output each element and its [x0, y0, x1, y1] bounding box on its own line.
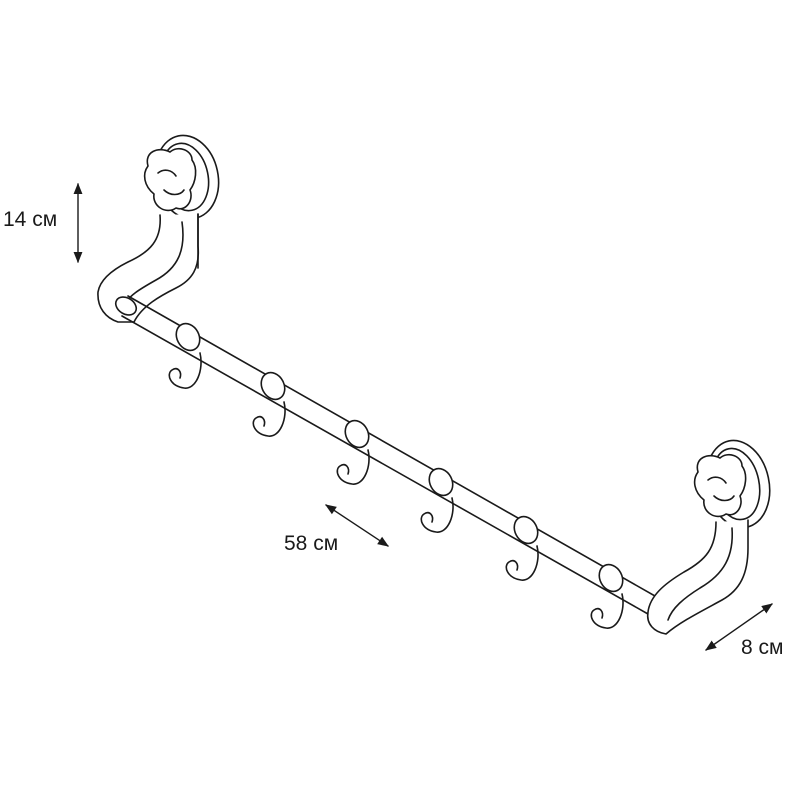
hook-6-curve [590, 593, 624, 629]
right-bracket [646, 519, 749, 635]
hook-5 [505, 515, 539, 581]
length-dimension-arrow [325, 504, 389, 547]
depth-dimension-arrow [705, 603, 773, 651]
hook-2 [252, 371, 286, 437]
hook-3 [336, 419, 370, 485]
depth-dimension-label: 8 см [741, 636, 784, 659]
right-suction-knob [693, 454, 747, 518]
hook-4 [420, 467, 454, 533]
rail-tube [114, 295, 663, 615]
hook-1 [168, 322, 202, 389]
left-bracket [97, 213, 200, 323]
length-dimension-label: 58 см [284, 532, 339, 555]
right-suction-mount [693, 439, 771, 529]
hook-assembly [168, 322, 624, 629]
left-suction-mount [143, 134, 220, 220]
hook-3-curve [336, 449, 370, 485]
height-dimension-label: 14 см [3, 208, 58, 231]
left-suction-knob [143, 148, 197, 212]
hook-5-curve [505, 545, 539, 581]
hook-6 [590, 563, 624, 629]
hook-1-curve [168, 352, 202, 389]
hook-2-curve [252, 401, 286, 437]
hook-4-curve [420, 497, 454, 533]
